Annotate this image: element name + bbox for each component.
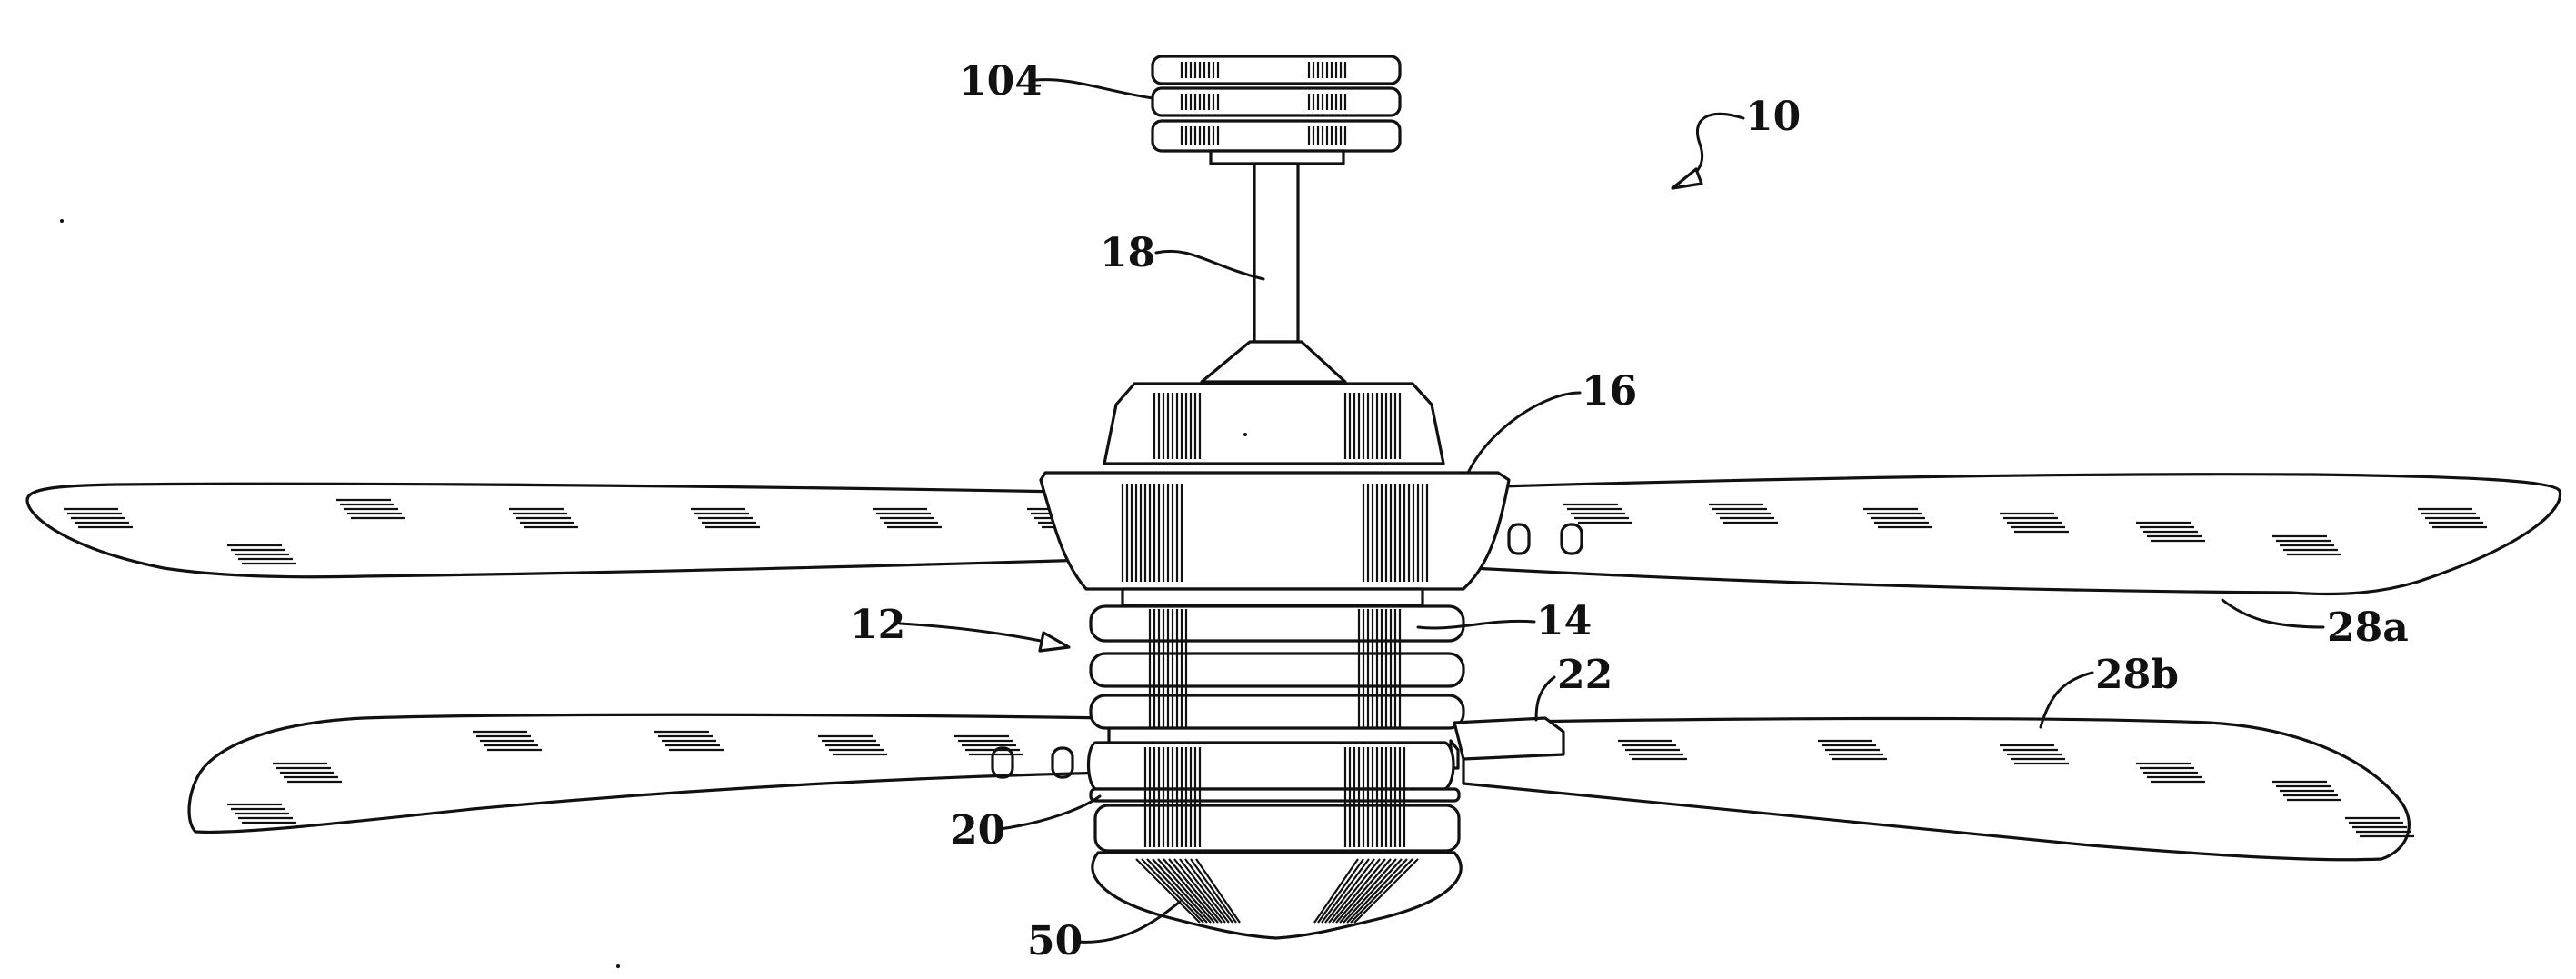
leader-28a (2222, 600, 2323, 627)
blade-28a (1459, 475, 2561, 594)
label-16: 16 (1582, 368, 1637, 415)
stray-dot (616, 964, 620, 968)
blade-upper-left (27, 484, 1118, 577)
leader-12 (900, 624, 1045, 642)
label-18: 18 (1100, 230, 1155, 276)
leader-104 (1036, 80, 1153, 98)
label-10: 10 (1745, 94, 1801, 140)
arrow-10 (1672, 169, 1702, 188)
label-28a: 28a (2327, 604, 2409, 651)
canopy (1153, 56, 1400, 164)
downrod (1254, 164, 1298, 342)
stray-dot (60, 219, 64, 223)
leader-18 (1156, 251, 1263, 279)
arrow-12 (1040, 633, 1069, 651)
label-20: 20 (950, 807, 1005, 854)
leader-22 (1536, 677, 1554, 720)
label-28b: 28b (2095, 652, 2179, 698)
leader-16 (1468, 393, 1580, 473)
label-22: 22 (1557, 652, 1612, 698)
switch-housing (1089, 743, 1460, 851)
light-ring (1091, 606, 1463, 728)
blade-28b (1463, 718, 2414, 859)
leader-20 (1000, 796, 1100, 829)
stray-dot (1243, 433, 1247, 436)
label-12: 12 (850, 602, 905, 648)
label-14: 14 (1536, 598, 1592, 644)
label-104: 104 (959, 58, 1043, 105)
label-50: 50 (1027, 918, 1083, 964)
